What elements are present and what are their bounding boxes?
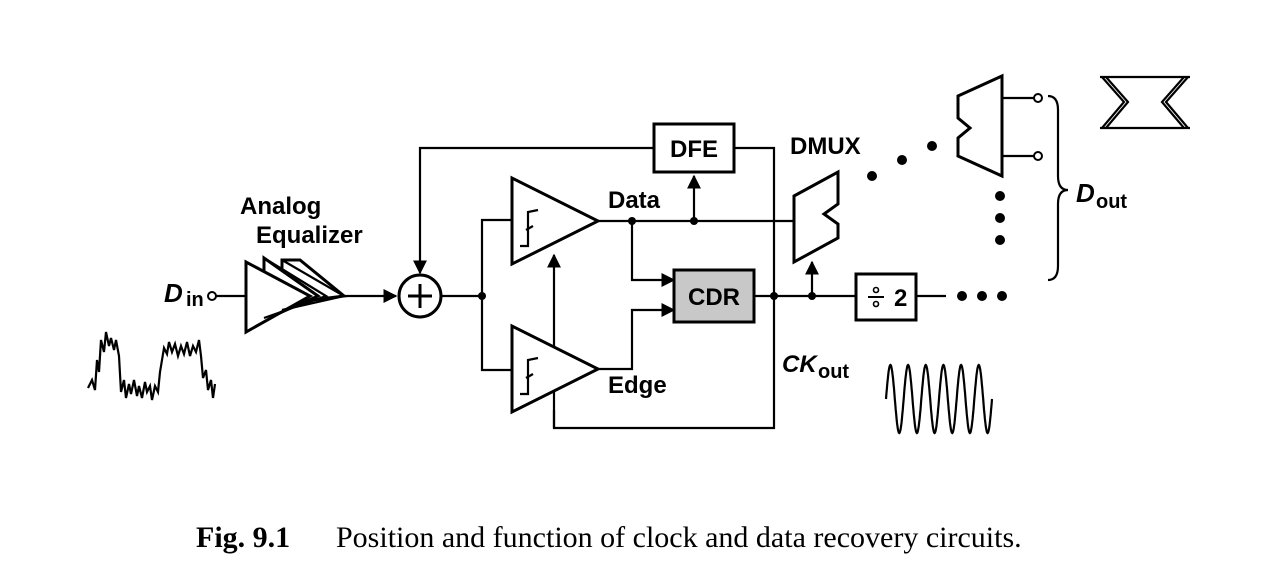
din-label: D — [164, 278, 183, 308]
dout-brace — [1047, 94, 1069, 282]
din-terminal — [207, 291, 217, 301]
figure-number: Fig. 9.1 — [196, 521, 290, 554]
divide-icon — [868, 286, 884, 308]
ckout-label: CK — [782, 351, 818, 378]
dmux-1 — [792, 169, 840, 265]
cdr-label: CDR — [688, 284, 740, 311]
dout-label: D — [1076, 178, 1095, 208]
cdr-block — [672, 268, 756, 324]
dmux-label: DMUX — [790, 133, 861, 160]
dfe-block — [652, 122, 736, 174]
eye-diagram — [1100, 75, 1190, 130]
ckout-subscript: out — [818, 361, 849, 383]
clock-waveform — [884, 363, 994, 435]
dfe-label: DFE — [670, 136, 718, 163]
edge-label: Edge — [608, 372, 667, 399]
dmux-2 — [956, 73, 1004, 179]
figure-caption: Position and function of clock and data … — [336, 521, 1022, 554]
analog-equalizer — [244, 255, 348, 335]
divide-value: 2 — [894, 285, 907, 312]
summer-node — [397, 273, 443, 319]
edge-sampler — [510, 323, 602, 415]
data-sampler — [510, 175, 602, 267]
dout-subscript: out — [1096, 191, 1127, 213]
din-subscript: in — [186, 289, 204, 311]
data-label: Data — [608, 187, 661, 214]
analog-equalizer-label-1: Analog — [240, 193, 321, 220]
input-noisy-waveform — [87, 331, 217, 401]
analog-equalizer-label-2: Equalizer — [256, 222, 363, 249]
